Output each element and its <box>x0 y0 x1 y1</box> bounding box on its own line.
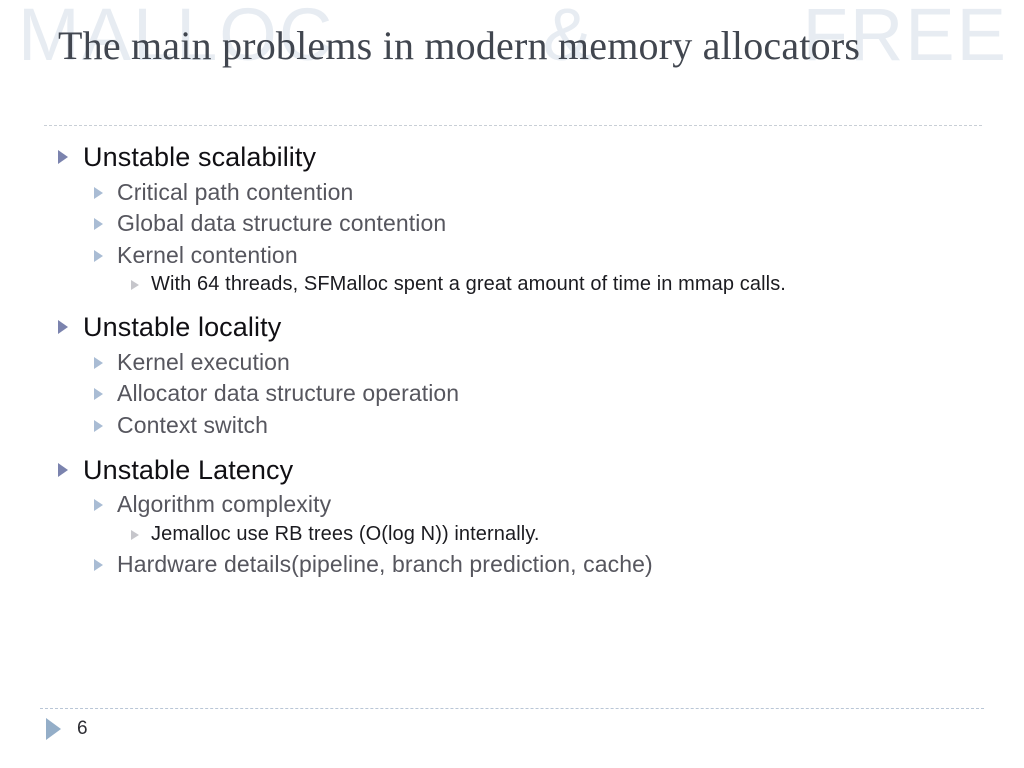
outline-item-label: Hardware details(pipeline, branch predic… <box>117 550 653 577</box>
outline-item-level-2: Allocator data structure operation <box>44 378 994 409</box>
triangle-right-icon <box>94 558 103 571</box>
outline-item-label: Unstable locality <box>83 312 282 343</box>
footer-divider <box>40 708 984 709</box>
slide-number: 6 <box>77 718 88 739</box>
outline-item-label: Critical path contention <box>117 178 354 205</box>
footer-triangle-right-icon <box>46 718 61 740</box>
outline-item-label: Kernel execution <box>117 348 290 375</box>
triangle-right-icon <box>94 388 103 401</box>
triangle-right-icon <box>94 186 103 199</box>
outline-item-level-3: Jemalloc use RB trees (O(log N)) interna… <box>44 521 994 548</box>
triangle-right-icon <box>94 218 103 231</box>
outline-item-level-2: Algorithm complexity <box>44 489 994 520</box>
outline-item-label: Kernel contention <box>117 241 298 268</box>
outline-item-level-1: Unstable locality <box>44 310 994 345</box>
outline-item-level-2: Kernel contention <box>44 240 994 271</box>
outline-item-level-1: Unstable Latency <box>44 453 994 488</box>
outline-item-level-2: Context switch <box>44 410 994 441</box>
outline-item-level-2: Kernel execution <box>44 347 994 378</box>
triangle-right-icon <box>58 150 68 164</box>
slide-footer: 6 <box>46 718 88 740</box>
triangle-right-icon <box>131 280 139 291</box>
page-title: The main problems in modern memory alloc… <box>58 23 861 68</box>
title-divider <box>44 125 982 126</box>
triangle-right-icon <box>58 462 68 477</box>
outline-item-label: Algorithm complexity <box>117 491 332 518</box>
outline-item-label: Unstable Latency <box>83 454 294 485</box>
outline-item-level-2: Global data structure contention <box>44 208 994 239</box>
outline-item-level-1: Unstable scalability <box>44 140 994 175</box>
outline-item-label: Allocator data structure operation <box>117 380 460 407</box>
title-block: The main problems in modern memory alloc… <box>58 22 958 71</box>
outline-item-label: Context switch <box>117 411 268 438</box>
outline-item-label: Unstable scalability <box>83 142 317 172</box>
triangle-right-icon <box>131 529 139 540</box>
outline-item-label: With 64 threads, SFMalloc spent a great … <box>151 273 786 296</box>
triangle-right-icon <box>94 249 103 262</box>
triangle-right-icon <box>94 419 103 432</box>
triangle-right-icon <box>94 356 103 369</box>
triangle-right-icon <box>94 499 103 512</box>
outline-item-level-3: With 64 threads, SFMalloc spent a great … <box>44 271 994 298</box>
outline-item-level-2: Critical path contention <box>44 177 994 208</box>
triangle-right-icon <box>58 320 68 335</box>
outline-item-label: Global data structure contention <box>117 210 447 237</box>
outline-item-level-2: Hardware details(pipeline, branch predic… <box>44 549 994 580</box>
outline-item-label: Jemalloc use RB trees (O(log N)) interna… <box>151 522 540 545</box>
